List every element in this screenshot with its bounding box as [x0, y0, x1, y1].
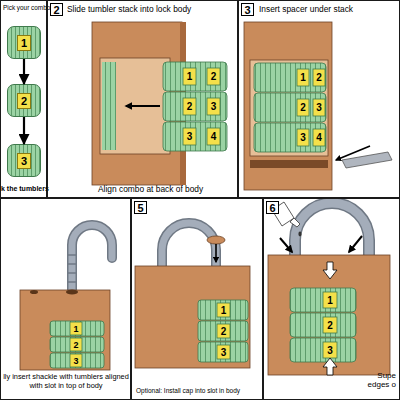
- step-number: 3: [241, 3, 254, 16]
- tumbler-stack: [254, 63, 326, 152]
- step-number: 2: [50, 3, 63, 16]
- step-number: 5: [134, 201, 147, 214]
- tumbler-part: 3: [7, 144, 41, 177]
- direction-arrow: [280, 238, 292, 252]
- tumbler-digit: 3: [300, 133, 306, 143]
- tumbler-digit: 2: [17, 93, 31, 109]
- direction-arrow: [215, 244, 217, 262]
- tumbler-digit: 3: [211, 102, 217, 112]
- tumbler-part: 1: [7, 26, 41, 59]
- direction-arrow: [336, 146, 370, 160]
- step-panel: 3 Insert spacer under stack: [238, 0, 400, 198]
- press-arrow: [323, 262, 337, 279]
- tumbler-digit: 1: [17, 35, 31, 51]
- tumbler-digit: 3: [327, 346, 333, 356]
- step-panel: 2 Slide tumbler stack into lock bodyAlign…: [47, 0, 238, 198]
- tumbler-digit: 2: [73, 341, 78, 350]
- tumbler-stack: [163, 62, 227, 151]
- flow-arrow: [23, 59, 25, 84]
- direction-arrow: [349, 236, 362, 252]
- tumbler-digit: 2: [327, 321, 333, 331]
- step-heading: Supe edges o: [356, 371, 396, 389]
- tumbler-digit: 4: [316, 133, 322, 143]
- tumbler-part: 2: [7, 84, 41, 117]
- step-heading: Insert spacer under stack: [259, 5, 353, 15]
- step-heading: lly insert shackle with tumblers aligned…: [3, 373, 129, 390]
- lock-body: [135, 266, 250, 368]
- cap-part: [207, 236, 225, 244]
- step-heading: Slide tumbler stack into lock body: [67, 5, 191, 15]
- tumbler-digit: 3: [316, 103, 322, 113]
- step-panel: lly insert shackle with tumblers aligned…: [0, 198, 131, 400]
- tumbler-stack: [50, 321, 104, 368]
- tumbler-stack: [290, 288, 356, 362]
- tumbler-digit: 2: [221, 327, 227, 337]
- step-panel: 5Optional: Install cap into slot in body: [131, 198, 263, 400]
- tumbler-digit: 3: [17, 153, 31, 169]
- lock-body: [20, 290, 110, 371]
- tumbler-digit: 1: [327, 296, 333, 306]
- lock-body: [244, 22, 332, 190]
- step-caption: Align combo at back of body: [98, 185, 203, 195]
- lock-body: [268, 255, 390, 375]
- tumbler-digit: 1: [187, 72, 193, 82]
- tumbler-digit: 2: [316, 73, 322, 83]
- tumbler-digit: 2: [187, 102, 193, 112]
- tumbler-digit: 2: [211, 72, 217, 82]
- tumbler-digit: 3: [221, 348, 227, 358]
- step-caption: Optional: Install cap into slot in body: [136, 387, 240, 394]
- step-number: 6: [266, 201, 279, 214]
- step-panel: Pick your combo k the tumblers 1 2 3: [0, 0, 47, 198]
- flow-arrow: [23, 117, 25, 144]
- direction-arrow: [126, 105, 160, 107]
- press-arrow: [323, 358, 337, 375]
- tumbler-digit: 1: [221, 306, 227, 316]
- step-caption: k the tumblers: [1, 185, 49, 193]
- tumbler-digit: 1: [300, 73, 306, 83]
- tumbler-stack: [198, 300, 248, 362]
- tumbler-digit: 3: [187, 132, 193, 142]
- tumbler-digit: 2: [300, 103, 306, 113]
- step-heading: Pick your combo: [3, 4, 50, 11]
- tumbler-digit: 1: [73, 325, 78, 334]
- tumbler-digit: 3: [73, 357, 78, 366]
- tumbler-digit: 4: [211, 132, 217, 142]
